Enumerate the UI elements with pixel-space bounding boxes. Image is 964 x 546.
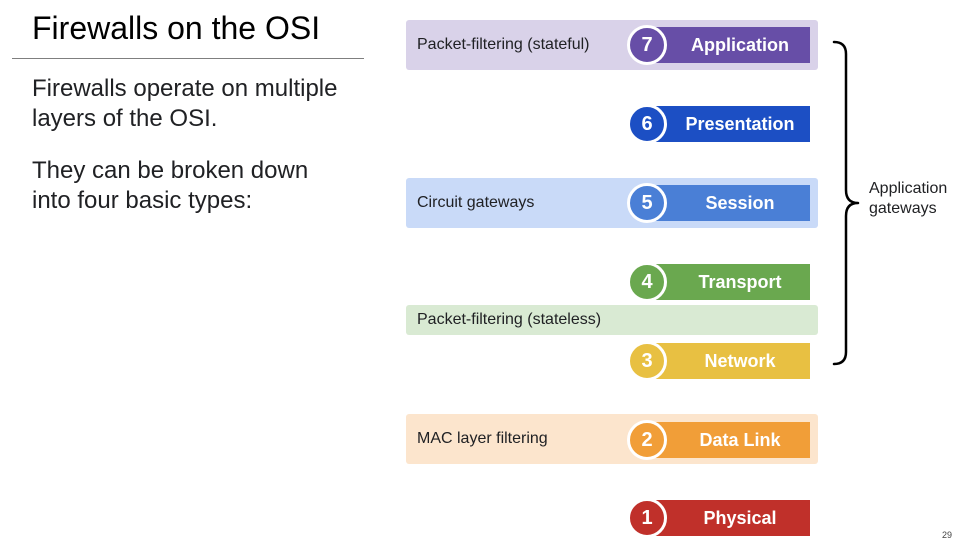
layer-number-1: 1 — [627, 498, 667, 538]
layer-bar-session: Session — [652, 185, 810, 221]
layer-number-4: 4 — [627, 262, 667, 302]
layer-bar-physical: Physical — [652, 500, 810, 536]
layer-number-5: 5 — [627, 183, 667, 223]
title-divider — [12, 58, 364, 59]
body-paragraph-1: Firewalls operate on multiple layers of … — [32, 75, 338, 132]
layer-number-3: 3 — [627, 341, 667, 381]
layer-number-7: 7 — [627, 25, 667, 65]
band-stateless-packet-filtering: Packet-filtering (stateless) — [406, 305, 818, 335]
layer-bar-network: Network — [652, 343, 810, 379]
layer-bar-data-link: Data Link — [652, 422, 810, 458]
brace-label-line-2: gateways — [869, 200, 937, 217]
body-paragraph-2: They can be broken down into four basic … — [32, 157, 309, 214]
curly-brace-icon — [832, 40, 860, 366]
slide-title: Firewalls on the OSI — [32, 10, 321, 46]
brace-label-line-1: Application — [869, 180, 948, 197]
application-gateways-label: Application gateways — [869, 179, 947, 219]
slide-body: Firewalls operate on multiple layers of … — [32, 74, 352, 238]
layer-number-6: 6 — [627, 104, 667, 144]
layer-bar-application: Application — [652, 27, 810, 63]
page-number: 29 — [942, 530, 953, 540]
layer-bar-presentation: Presentation — [652, 106, 810, 142]
layer-bar-transport: Transport — [652, 264, 810, 300]
layer-number-2: 2 — [627, 420, 667, 460]
